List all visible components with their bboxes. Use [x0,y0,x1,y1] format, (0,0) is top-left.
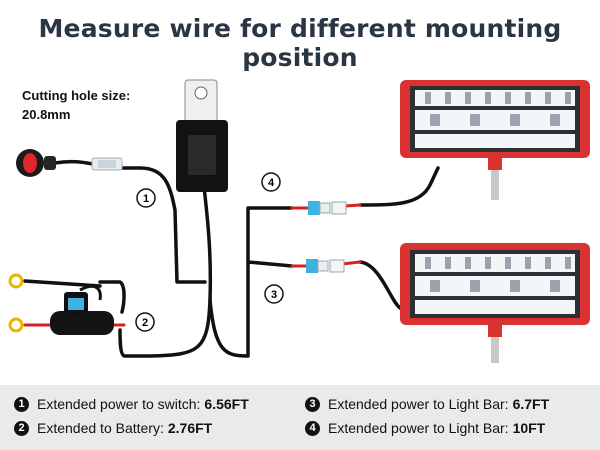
legend-text-1: Extended power to switch: [37,396,201,412]
legend-number-3: 3 [305,396,320,412]
light-bar-bottom [400,243,590,363]
rocker-switch [16,149,56,177]
legend-item-2: 2 Extended to Battery: 2.76FT [14,420,212,436]
legend-item-1: 1 Extended power to switch: 6.56FT [14,396,249,412]
legend-value-3: 6.7FT [512,396,550,412]
legend-value-4: 10FT [512,420,546,436]
legend-value-2: 2.76FT [167,420,213,436]
wiring-diagram: 1 2 3 4 [8,79,590,363]
legend-number-2: 2 [14,420,29,436]
legend-item-4: 4 Extended power to Light Bar: 10FT [305,420,545,436]
marker-1: 1 [143,193,149,205]
marker-3: 3 [271,289,277,301]
marker-2: 2 [142,317,148,329]
page-title: Measure wire for different mounting posi… [38,14,562,72]
cutting-hole-label: Cutting hole size: [22,88,131,103]
legend-number-4: 4 [305,420,320,436]
legend-text-4: Extended power to Light Bar: [328,420,509,436]
legend-number-1: 1 [14,396,29,412]
light-bar-top [400,80,590,200]
legend-panel: 1 Extended power to switch: 6.56FT 2 Ext… [0,385,600,450]
fuse-holder [50,284,114,335]
relay [176,79,228,192]
legend-item-3: 3 Extended power to Light Bar: 6.7FT [305,396,549,412]
light-bar-connector-top [308,201,347,215]
light-bar-connector-bottom [306,259,345,273]
battery-terminals [8,273,24,333]
cutting-hole-value: 20.8mm [22,107,71,122]
legend-text-2: Extended to Battery: [37,420,164,436]
legend-value-1: 6.56FT [204,396,249,412]
marker-4: 4 [268,177,275,189]
switch-connector [91,157,123,171]
legend-text-3: Extended power to Light Bar: [328,396,509,412]
